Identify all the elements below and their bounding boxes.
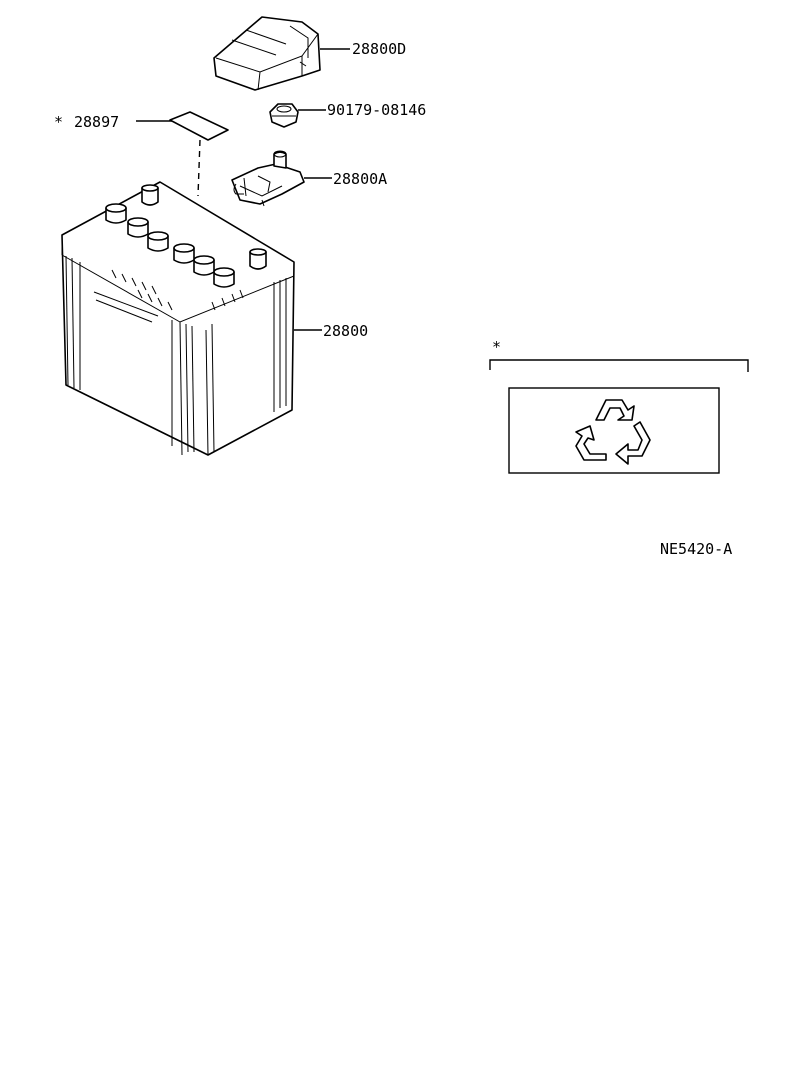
label-battery: 28800 (323, 322, 368, 340)
label-terminal: 28800A (333, 170, 387, 188)
label-cover: 28800D (352, 40, 406, 58)
terminal-clamp (231, 150, 305, 207)
note-bracket (489, 359, 749, 372)
drawing-id: NE5420-A (660, 540, 732, 558)
label-label: 28897 (74, 113, 119, 131)
terminal-cover (213, 16, 321, 91)
warning-label-sticker (169, 111, 229, 141)
label-position-line (197, 139, 201, 197)
battery (61, 181, 295, 456)
note-marker: * (492, 338, 501, 356)
recycle-icon (575, 399, 651, 465)
label-nut: 90179-08146 (327, 101, 426, 119)
nut (269, 103, 299, 128)
recycle-label-box (508, 387, 720, 474)
label-marker: * (54, 113, 63, 131)
